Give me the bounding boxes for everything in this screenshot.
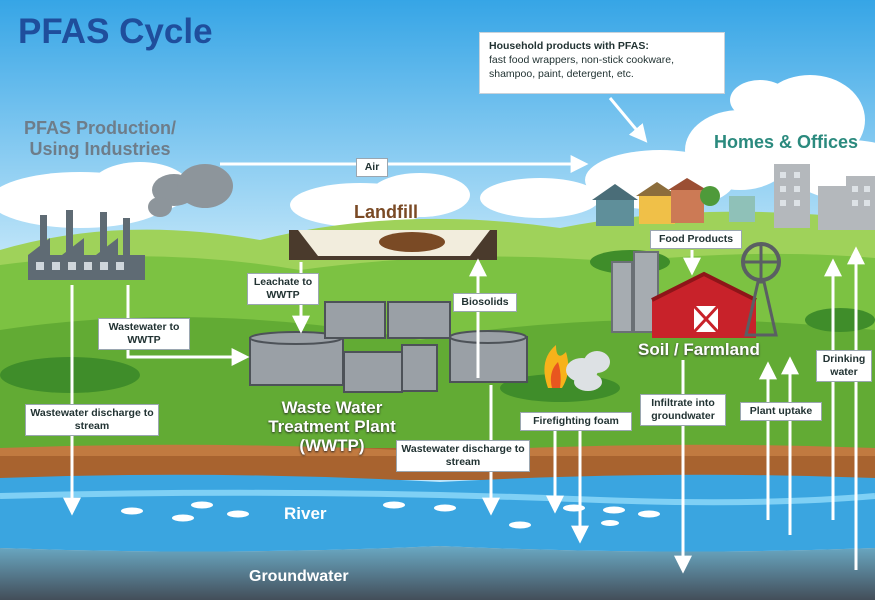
offices	[774, 164, 875, 230]
firefighting-fire	[544, 345, 610, 391]
wwtp-plant	[249, 301, 528, 393]
air-label: Air	[356, 158, 388, 177]
groundwater-label: Groundwater	[249, 568, 349, 585]
homes-offices-label: Homes & Offices	[714, 132, 859, 152]
industry-label: PFAS Production/ Using Industries	[23, 118, 176, 159]
fish	[121, 501, 660, 529]
groundwater	[0, 546, 875, 600]
callout-arrow	[608, 97, 648, 143]
industry-discharge-label: Wastewater discharge to stream	[25, 404, 159, 436]
wastewater-to-wwtp-label: Wastewater to WWTP	[98, 318, 190, 350]
firefighting-foam-label: Firefighting foam	[520, 412, 632, 431]
wwtp-discharge-label: Wastewater discharge to stream	[396, 440, 530, 472]
factory	[28, 164, 233, 280]
houses	[592, 178, 755, 226]
farm	[611, 242, 781, 338]
leachate-label: Leachate to WWTP	[247, 273, 319, 305]
biosolids-label: Biosolids	[453, 293, 517, 312]
landfill	[289, 230, 497, 260]
drinking-water-label: Drinking water	[816, 350, 872, 382]
food-products-label: Food Products	[650, 230, 742, 249]
callout-body: fast food wrappers, non-stick cookware, …	[489, 54, 675, 80]
diagram-title: PFAS Cycle	[18, 12, 213, 51]
wwtp-label: Waste Water Treatment Plant (WWTP)	[268, 398, 396, 455]
river-label: River	[284, 504, 327, 523]
infiltrate-label: Infiltrate into groundwater	[640, 394, 726, 426]
industry-to-wwtp-arrow	[126, 285, 250, 366]
plant-uptake-label: Plant uptake	[740, 402, 822, 421]
landfill-label: Landfill	[354, 202, 418, 222]
household-products-callout: Household products with PFAS: fast food …	[479, 32, 725, 94]
soil-farmland-label: Soil / Farmland	[638, 340, 760, 359]
callout-heading: Household products with PFAS:	[489, 40, 649, 52]
